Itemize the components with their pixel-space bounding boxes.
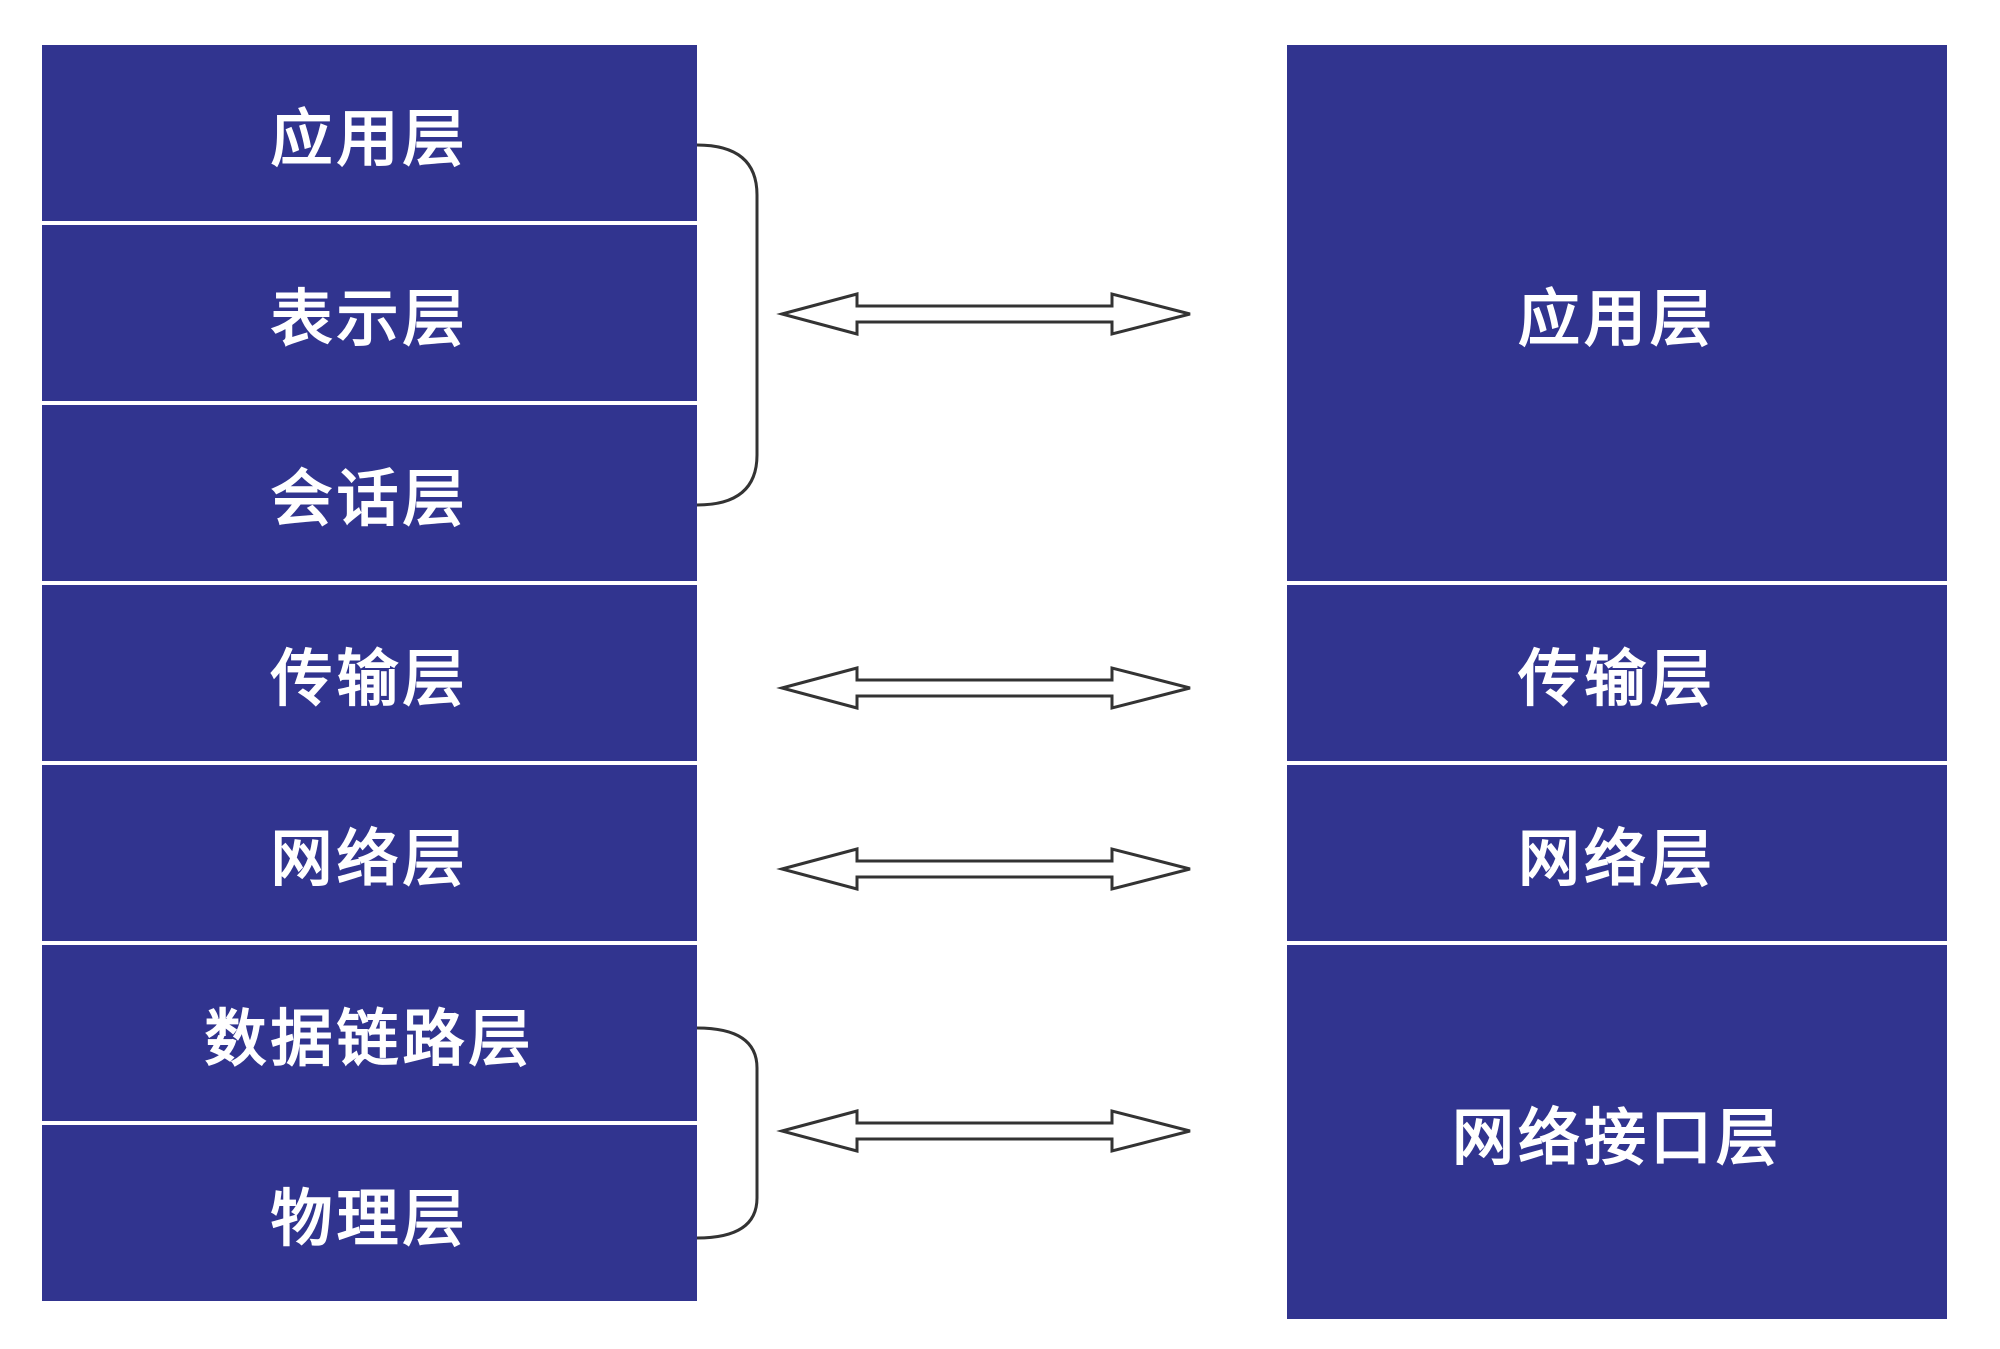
layer-label: 传输层: [270, 642, 469, 715]
osi-layer-application: 应用层: [42, 45, 697, 221]
layer-label: 应用层: [1517, 282, 1716, 355]
upper-group-brace: [696, 143, 759, 507]
tcpip-layer-network: 网络层: [1287, 765, 1947, 941]
double-arrow-network: [776, 847, 1191, 891]
osi-model-stack: 应用层 表示层 会话层 传输层 网络层 数据链路层 物理层: [42, 45, 697, 1301]
layer-label: 表示层: [270, 282, 469, 355]
layer-label: 网络接口层: [1451, 1101, 1782, 1174]
tcpip-layer-network-interface: 网络接口层: [1287, 945, 1947, 1319]
double-arrow-application: [776, 292, 1191, 336]
tcpip-model-stack: 应用层 传输层 网络层 网络接口层: [1287, 45, 1947, 1319]
layer-label: 会话层: [270, 462, 469, 535]
tcpip-layer-transport: 传输层: [1287, 585, 1947, 761]
layer-label: 物理层: [270, 1182, 469, 1255]
osi-layer-session: 会话层: [42, 405, 697, 581]
osi-layer-data-link: 数据链路层: [42, 945, 697, 1121]
double-arrow-network-interface: [776, 1109, 1191, 1153]
layer-label: 网络层: [270, 822, 469, 895]
osi-layer-physical: 物理层: [42, 1125, 697, 1301]
tcpip-layer-application: 应用层: [1287, 45, 1947, 581]
layer-label: 应用层: [270, 102, 469, 175]
double-arrow-transport: [776, 666, 1191, 710]
layer-label: 传输层: [1517, 642, 1716, 715]
layer-label: 数据链路层: [204, 1002, 535, 1075]
layer-label: 网络层: [1517, 822, 1716, 895]
osi-layer-presentation: 表示层: [42, 225, 697, 401]
osi-layer-network: 网络层: [42, 765, 697, 941]
lower-group-brace: [696, 1026, 759, 1240]
osi-layer-transport: 传输层: [42, 585, 697, 761]
